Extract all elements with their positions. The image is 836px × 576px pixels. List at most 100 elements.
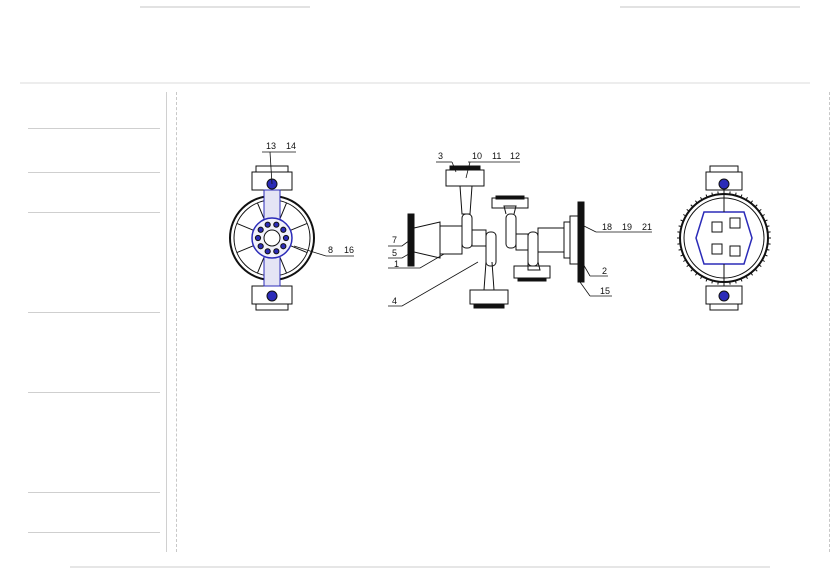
gear-tooth bbox=[678, 248, 682, 251]
left-spoke bbox=[236, 222, 254, 231]
gear-tooth bbox=[705, 194, 708, 198]
callout-labels: 13 14 8 16 3 10 11 12 7 5 1 4 18 19 21 2… bbox=[266, 141, 652, 306]
gear-tooth bbox=[711, 280, 714, 284]
gear-tooth bbox=[740, 278, 743, 282]
leader-lines bbox=[262, 151, 652, 307]
gear-tooth bbox=[758, 208, 762, 212]
callout-4: 4 bbox=[392, 296, 397, 306]
title-block-panel bbox=[6, 92, 167, 552]
callout-2: 2 bbox=[602, 266, 607, 276]
left-spoke bbox=[290, 222, 308, 231]
gear-tooth bbox=[750, 272, 754, 276]
callout-12: 12 bbox=[510, 151, 520, 161]
crank-pin bbox=[471, 229, 487, 247]
left-spoke bbox=[256, 202, 265, 220]
drawing-sheet bbox=[176, 92, 830, 552]
left-bolt bbox=[282, 234, 290, 242]
left-spoke bbox=[256, 256, 265, 274]
gear-tooth bbox=[680, 254, 684, 257]
right-window bbox=[729, 217, 741, 229]
gear-tooth bbox=[690, 268, 694, 272]
callout-3: 3 bbox=[438, 151, 443, 161]
right-web-outline bbox=[695, 211, 753, 265]
right-window bbox=[711, 243, 723, 255]
footer-line bbox=[70, 566, 770, 568]
piston-4-ring bbox=[517, 277, 547, 282]
crank-pin bbox=[515, 233, 529, 251]
right-window bbox=[711, 221, 723, 233]
rear-journal bbox=[537, 227, 565, 253]
callout-1: 1 bbox=[394, 259, 399, 269]
piston-1 bbox=[445, 169, 485, 187]
panel-row bbox=[28, 172, 160, 173]
leader-5 bbox=[388, 251, 413, 259]
gear-tooth bbox=[761, 259, 765, 262]
right-pin-top bbox=[718, 178, 730, 190]
panel-row bbox=[28, 392, 160, 393]
gear-tooth bbox=[761, 214, 765, 217]
callout-15: 15 bbox=[600, 286, 610, 296]
left-bolt bbox=[257, 226, 264, 233]
piston-1-ring bbox=[449, 165, 481, 171]
gear-tooth bbox=[734, 280, 737, 284]
leader-4 bbox=[388, 261, 479, 307]
left-pin-bottom bbox=[266, 290, 278, 302]
panel-row bbox=[28, 492, 160, 493]
front-cone bbox=[413, 221, 441, 259]
gear-tooth bbox=[686, 208, 690, 212]
gear-tooth bbox=[740, 194, 743, 198]
right-gear-teeth bbox=[677, 191, 771, 285]
gear-tooth bbox=[686, 264, 690, 268]
panel-row bbox=[28, 212, 160, 213]
rear-collar bbox=[563, 221, 571, 259]
gear-tooth bbox=[754, 204, 758, 208]
right-piston-bottom-cap bbox=[709, 303, 739, 311]
gear-tooth bbox=[683, 214, 687, 217]
crank-web bbox=[527, 231, 539, 267]
left-bolt bbox=[257, 243, 264, 250]
gear-tooth bbox=[754, 268, 758, 272]
callout-5: 5 bbox=[392, 248, 397, 258]
callout-14: 14 bbox=[286, 141, 296, 151]
panel-row bbox=[28, 312, 160, 313]
left-bore bbox=[263, 229, 281, 247]
gear-tooth bbox=[750, 200, 754, 204]
gear-tooth bbox=[711, 192, 714, 196]
left-bolt bbox=[280, 226, 287, 233]
piston-3-ring bbox=[473, 303, 505, 309]
right-window bbox=[729, 245, 741, 257]
leader-13 bbox=[269, 151, 273, 185]
crank-web bbox=[485, 231, 497, 267]
left-spoke bbox=[290, 245, 308, 254]
left-piston-top-cap bbox=[255, 165, 289, 173]
right-piston-top-cap bbox=[709, 165, 739, 173]
leader-8 bbox=[293, 245, 327, 257]
gear-tooth bbox=[745, 275, 748, 279]
left-bolt bbox=[254, 234, 262, 242]
drawing-footer bbox=[0, 556, 836, 576]
left-spoke bbox=[279, 202, 288, 220]
left-end-view bbox=[229, 165, 315, 311]
rod-2 bbox=[503, 205, 517, 215]
left-spoke bbox=[236, 245, 254, 254]
right-pin-bottom bbox=[718, 290, 730, 302]
leader-10-tip bbox=[465, 161, 471, 179]
leader-15-tip bbox=[579, 281, 591, 297]
crank-web bbox=[461, 213, 473, 249]
side-view bbox=[407, 165, 585, 309]
piston-3 bbox=[469, 289, 509, 305]
gear-tooth bbox=[680, 219, 684, 222]
left-bolt bbox=[273, 221, 280, 228]
panel-row bbox=[28, 128, 160, 129]
rear-flywheel bbox=[577, 201, 585, 283]
drawing-header bbox=[0, 0, 836, 88]
front-flange bbox=[407, 213, 415, 267]
callout-8: 8 bbox=[328, 245, 333, 255]
callout-7: 7 bbox=[392, 235, 397, 245]
left-piston-bottom-cap bbox=[255, 303, 289, 311]
gear-tooth bbox=[690, 204, 694, 208]
leader-1 bbox=[388, 253, 445, 269]
gear-tooth bbox=[745, 197, 748, 201]
rod-1 bbox=[459, 185, 473, 215]
left-bolt bbox=[280, 243, 287, 250]
